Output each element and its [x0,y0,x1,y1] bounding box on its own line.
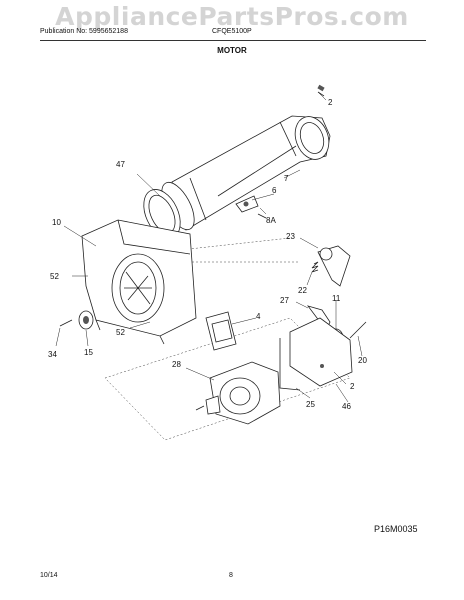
leader-27 [295,301,309,309]
callout-6-clip: 6 [272,186,277,195]
callout-20-bolt: 20 [358,356,367,365]
leader-4 [231,317,257,325]
callout-2-screw: 2 [328,98,333,107]
callout-46: 46 [342,402,351,411]
leader-22 [306,271,313,286]
callout-15-wheel: 15 [84,348,93,357]
motor-mount-pad-part [205,311,237,351]
callout-27: 27 [280,296,289,305]
watermark: AppliancePartsPros.com [55,2,409,31]
callout-7-duct: 7 [284,174,289,183]
leader-15 [85,329,89,347]
leader-10 [63,225,97,247]
leader-6 [251,193,275,201]
callout-47-seal: 47 [116,160,125,169]
callout-28-motor: 28 [172,360,181,369]
exhaust-duct-part [161,115,331,231]
idler-spring-part [311,261,319,273]
callout-52-lower: 52 [116,328,125,337]
publication-number: Publication No: 5995652188 [40,28,128,35]
figure-reference: P16M0035 [374,524,418,534]
leader-25 [295,387,311,399]
motor-bracket-part [279,317,353,391]
callout-23-bracket: 23 [286,232,295,241]
alignment-line-upper [179,237,291,251]
callout-34-screw: 34 [48,350,57,359]
leader-2a [317,91,327,101]
footer-date: 10/14 [40,572,58,579]
model-number: CFQE5100P [212,28,252,35]
leader-34 [55,327,61,347]
leader-46 [335,383,349,403]
leader-28 [185,367,215,381]
leader-7 [283,169,301,179]
blower-wheel-part [59,310,94,330]
leader-20 [357,335,363,357]
leader-47 [136,173,161,197]
leader-2b [333,371,347,385]
callout-22-spring: 22 [298,286,307,295]
callout-4-pad: 4 [256,312,261,321]
callout-2-bracket: 2 [350,382,355,391]
leader-8a [259,207,267,215]
leader-52b [129,321,151,329]
screw-top-part [317,84,325,97]
bolt-part [349,321,367,339]
page-number: 8 [229,572,233,579]
callout-25-bracket: 25 [306,400,315,409]
idler-bracket-part [317,245,351,287]
leader-23 [299,237,319,249]
page-title: MOTOR [217,46,247,55]
drive-motor-part [195,361,281,425]
callout-11-pulley: 11 [332,294,341,303]
blower-housing-part [81,219,197,345]
header-rule [40,40,426,41]
callout-52-upper: 52 [50,272,59,281]
duct-clip-part [235,195,267,219]
callout-10-housing: 10 [52,218,61,227]
callout-8a: 8A [266,216,276,225]
